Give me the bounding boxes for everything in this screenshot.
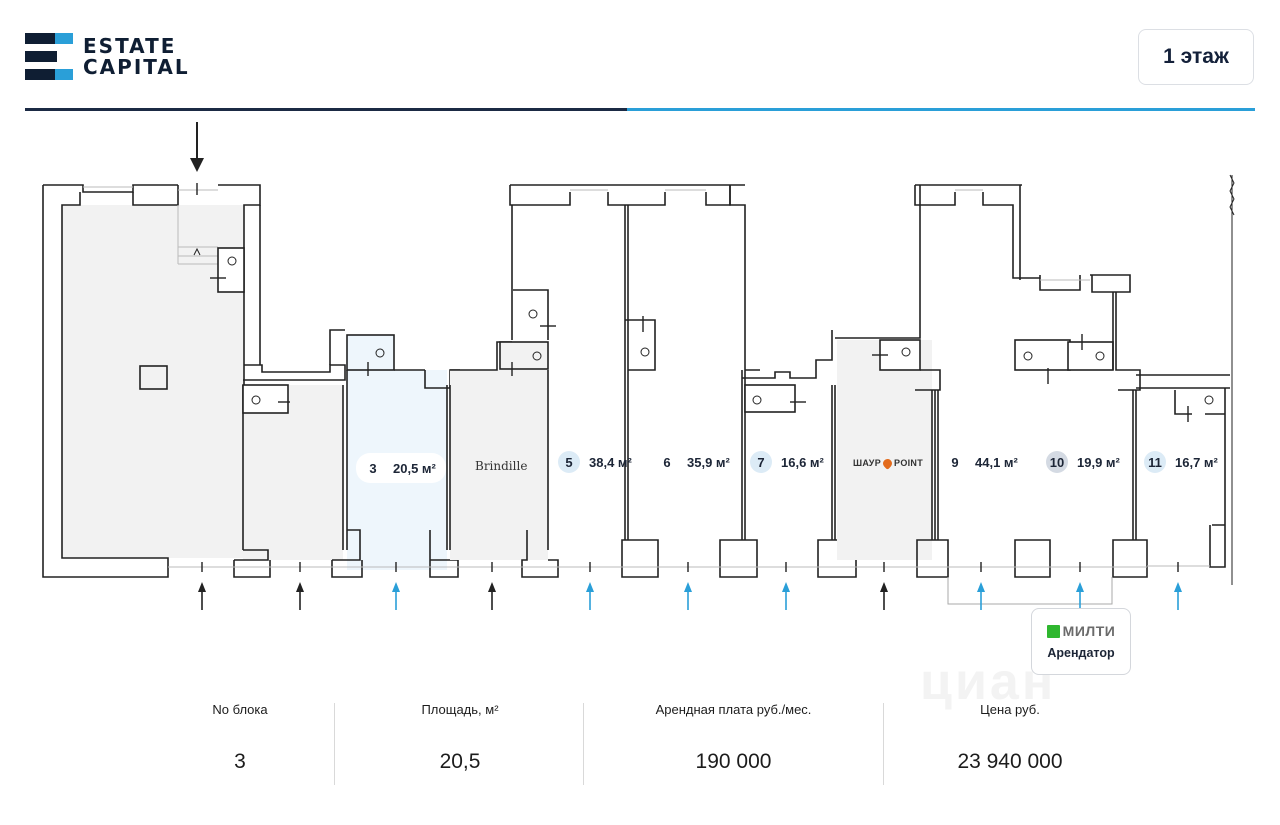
unit-8-shaurma[interactable] bbox=[835, 185, 949, 578]
entrance-arrow-7 bbox=[782, 562, 790, 610]
tenant-brand: МИЛТИ bbox=[1046, 623, 1116, 639]
unit-area: 16,7 м² bbox=[1175, 454, 1218, 470]
entrance-arrow-2 bbox=[296, 562, 304, 610]
brand-logo: ESTATE CAPITAL bbox=[25, 33, 190, 81]
milti-logo-icon bbox=[1046, 624, 1060, 638]
unit-label-10[interactable]: 10 19,9 м² bbox=[1046, 451, 1120, 473]
unit-area: 19,9 м² bbox=[1077, 454, 1120, 470]
brand-name: ESTATE CAPITAL bbox=[83, 36, 190, 78]
entrance-arrow-10 bbox=[1076, 562, 1084, 610]
unit-area: 35,9 м² bbox=[687, 454, 730, 470]
entrance-arrow-1 bbox=[198, 562, 206, 610]
floor-selector-button[interactable]: 1 этаж bbox=[1138, 29, 1254, 85]
entrance-arrow-top bbox=[190, 122, 204, 172]
info-separator bbox=[883, 703, 884, 785]
info-price: Цена руб. 23 940 000 bbox=[885, 700, 1135, 790]
unit-number-badge: 11 bbox=[1144, 451, 1166, 473]
brand-line-1: ESTATE bbox=[83, 34, 177, 58]
entrance-arrow-3 bbox=[392, 562, 400, 610]
brand-line-2: CAPITAL bbox=[83, 55, 190, 79]
tenant-label-shaurma-point: ШАУР POINT bbox=[853, 456, 924, 470]
unit-info-panel: No блока 3 Площадь, м² 20,5 Арендная пла… bbox=[145, 700, 1145, 790]
unit-label-7[interactable]: 7 16,6 м² bbox=[750, 451, 824, 473]
entrance-arrow-6 bbox=[684, 562, 692, 610]
entrance-arrow-5 bbox=[586, 562, 594, 610]
header-divider-dark bbox=[25, 108, 627, 111]
entrance-arrow-4 bbox=[488, 562, 496, 610]
unit-number-badge: 7 bbox=[750, 451, 772, 473]
info-rent: Арендная плата руб./мес. 190 000 bbox=[585, 700, 882, 790]
tenant-role: Арендатор bbox=[1047, 646, 1115, 660]
unit-number-badge: 3 bbox=[369, 460, 377, 476]
info-block-value: 3 bbox=[234, 750, 246, 773]
entrance-arrow-9 bbox=[977, 562, 985, 610]
unit-label-11[interactable]: 11 16,7 м² bbox=[1144, 451, 1218, 473]
info-area-value: 20,5 bbox=[439, 750, 481, 773]
info-price-label: Цена руб. bbox=[980, 702, 1040, 717]
tenant-card-milti: МИЛТИ Арендатор bbox=[1031, 608, 1131, 675]
tenant-brand-name: МИЛТИ bbox=[1062, 623, 1116, 639]
entrance-arrow-8 bbox=[880, 562, 888, 610]
unit-area: 20,5 м² bbox=[393, 460, 436, 476]
unit-label-5[interactable]: 5 38,4 м² bbox=[558, 451, 632, 473]
shaurma-text-right: POINT bbox=[894, 458, 924, 468]
unit-5[interactable] bbox=[509, 184, 745, 578]
unit-1[interactable] bbox=[42, 183, 261, 578]
info-area: Площадь, м² 20,5 bbox=[335, 700, 585, 790]
info-price-value: 23 940 000 bbox=[957, 750, 1063, 773]
info-separator bbox=[334, 703, 335, 785]
tenant-label-brindille: Brindille bbox=[475, 459, 528, 473]
unit-label-9[interactable]: 9 44,1 м² bbox=[944, 451, 1018, 473]
info-rent-value: 190 000 bbox=[695, 750, 772, 773]
unit-7[interactable] bbox=[742, 330, 857, 578]
info-block: No блока 3 bbox=[145, 700, 335, 790]
unit-9[interactable] bbox=[914, 184, 1131, 578]
unit-number-badge: 6 bbox=[663, 454, 671, 470]
shaurma-text-left: ШАУР bbox=[853, 458, 882, 468]
entrance-arrow-11 bbox=[1174, 562, 1182, 610]
unit-number-badge: 5 bbox=[558, 451, 580, 473]
entrance-arrows bbox=[190, 122, 1182, 610]
unit-area: 16,6 м² bbox=[781, 454, 824, 470]
unit-area: 44,1 м² bbox=[975, 454, 1018, 470]
leaf-icon bbox=[881, 456, 894, 470]
info-block-label: No блока bbox=[212, 702, 268, 717]
unit-4-brindille[interactable] bbox=[449, 341, 559, 578]
unit-6[interactable] bbox=[625, 185, 760, 578]
info-area-label: Площадь, м² bbox=[421, 702, 499, 717]
unit-label-6[interactable]: 6 35,9 м² bbox=[656, 451, 730, 473]
restroom bbox=[217, 247, 245, 293]
floor-plan bbox=[42, 122, 1235, 610]
unit-number-badge: 9 bbox=[951, 454, 959, 470]
unit-11[interactable] bbox=[1136, 174, 1235, 585]
info-separator bbox=[583, 703, 584, 785]
header-divider-blue bbox=[627, 108, 1255, 111]
unit-2[interactable] bbox=[233, 205, 346, 578]
logo-mark-icon bbox=[25, 33, 73, 81]
unit-10[interactable] bbox=[1067, 292, 1148, 578]
info-rent-label: Арендная плата руб./мес. bbox=[655, 702, 812, 717]
unit-number-badge: 10 bbox=[1046, 451, 1068, 473]
unit-label-3[interactable]: 3 20,5 м² bbox=[356, 453, 446, 483]
column bbox=[139, 365, 168, 390]
unit-area: 38,4 м² bbox=[589, 454, 632, 470]
